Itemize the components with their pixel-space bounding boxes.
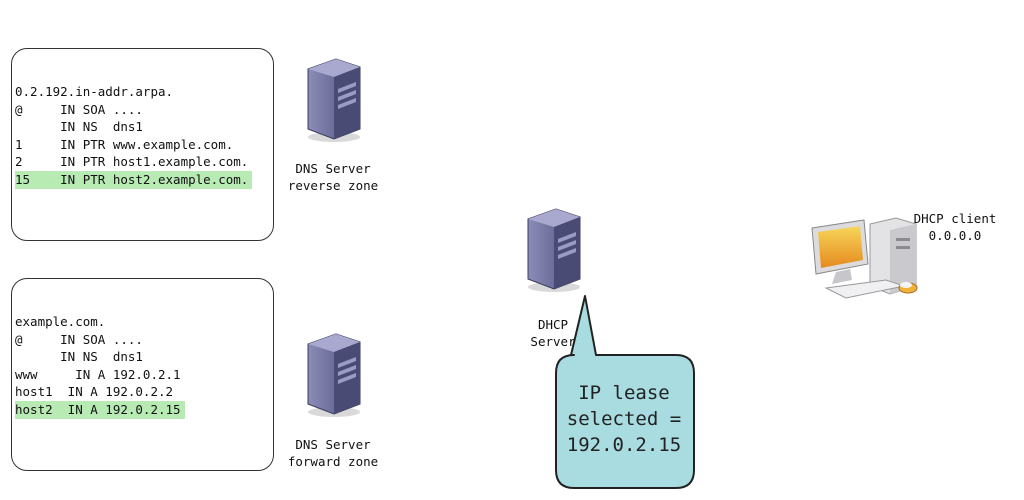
dns-reverse-label: DNS Server reverse zone (287, 161, 379, 193)
zone-record-line: 0.2.192.in-addr.arpa. (15, 84, 174, 99)
zone-record-line: example.com. (15, 314, 106, 329)
zone-record-line: 2 IN PTR host1.example.com. (15, 154, 249, 170)
zone-record-line: IN NS dns1 (15, 119, 143, 135)
reverse-zone-records: 0.2.192.in-addr.arpa. @ IN SOA .... IN NS… (15, 83, 253, 189)
zone-record-line: @ IN SOA .... (15, 331, 143, 347)
zone-record-line: IN NS dns1 (15, 349, 143, 365)
server-icon (307, 333, 361, 417)
dhcp-server-label: DHCP Server (530, 317, 576, 349)
reverse-zone-box: 0.2.192.in-addr.arpa. @ IN SOA .... IN NS… (11, 48, 274, 241)
zone-record-line: host1 IN A 192.0.2.2 (15, 384, 174, 400)
callout-text: IP lease selected = 192.0.2.15 (566, 382, 682, 456)
zone-record-line: www IN A 192.0.2.1 (15, 366, 181, 382)
zone-record-line: host2 IN A 192.0.2.15 (15, 400, 185, 419)
dhcp-client-label: DHCP client 0.0.0.0 (913, 211, 997, 243)
server-icon (307, 58, 361, 142)
desktop-computer-icon (811, 217, 918, 299)
zone-record-line: 15 IN PTR host2.example.com. (15, 170, 253, 189)
dns-forward-label: DNS Server forward zone (287, 437, 379, 469)
zone-record-line: 1 IN PTR www.example.com. (15, 136, 234, 152)
zone-record-line: @ IN SOA .... (15, 101, 143, 117)
server-icon (527, 208, 581, 292)
